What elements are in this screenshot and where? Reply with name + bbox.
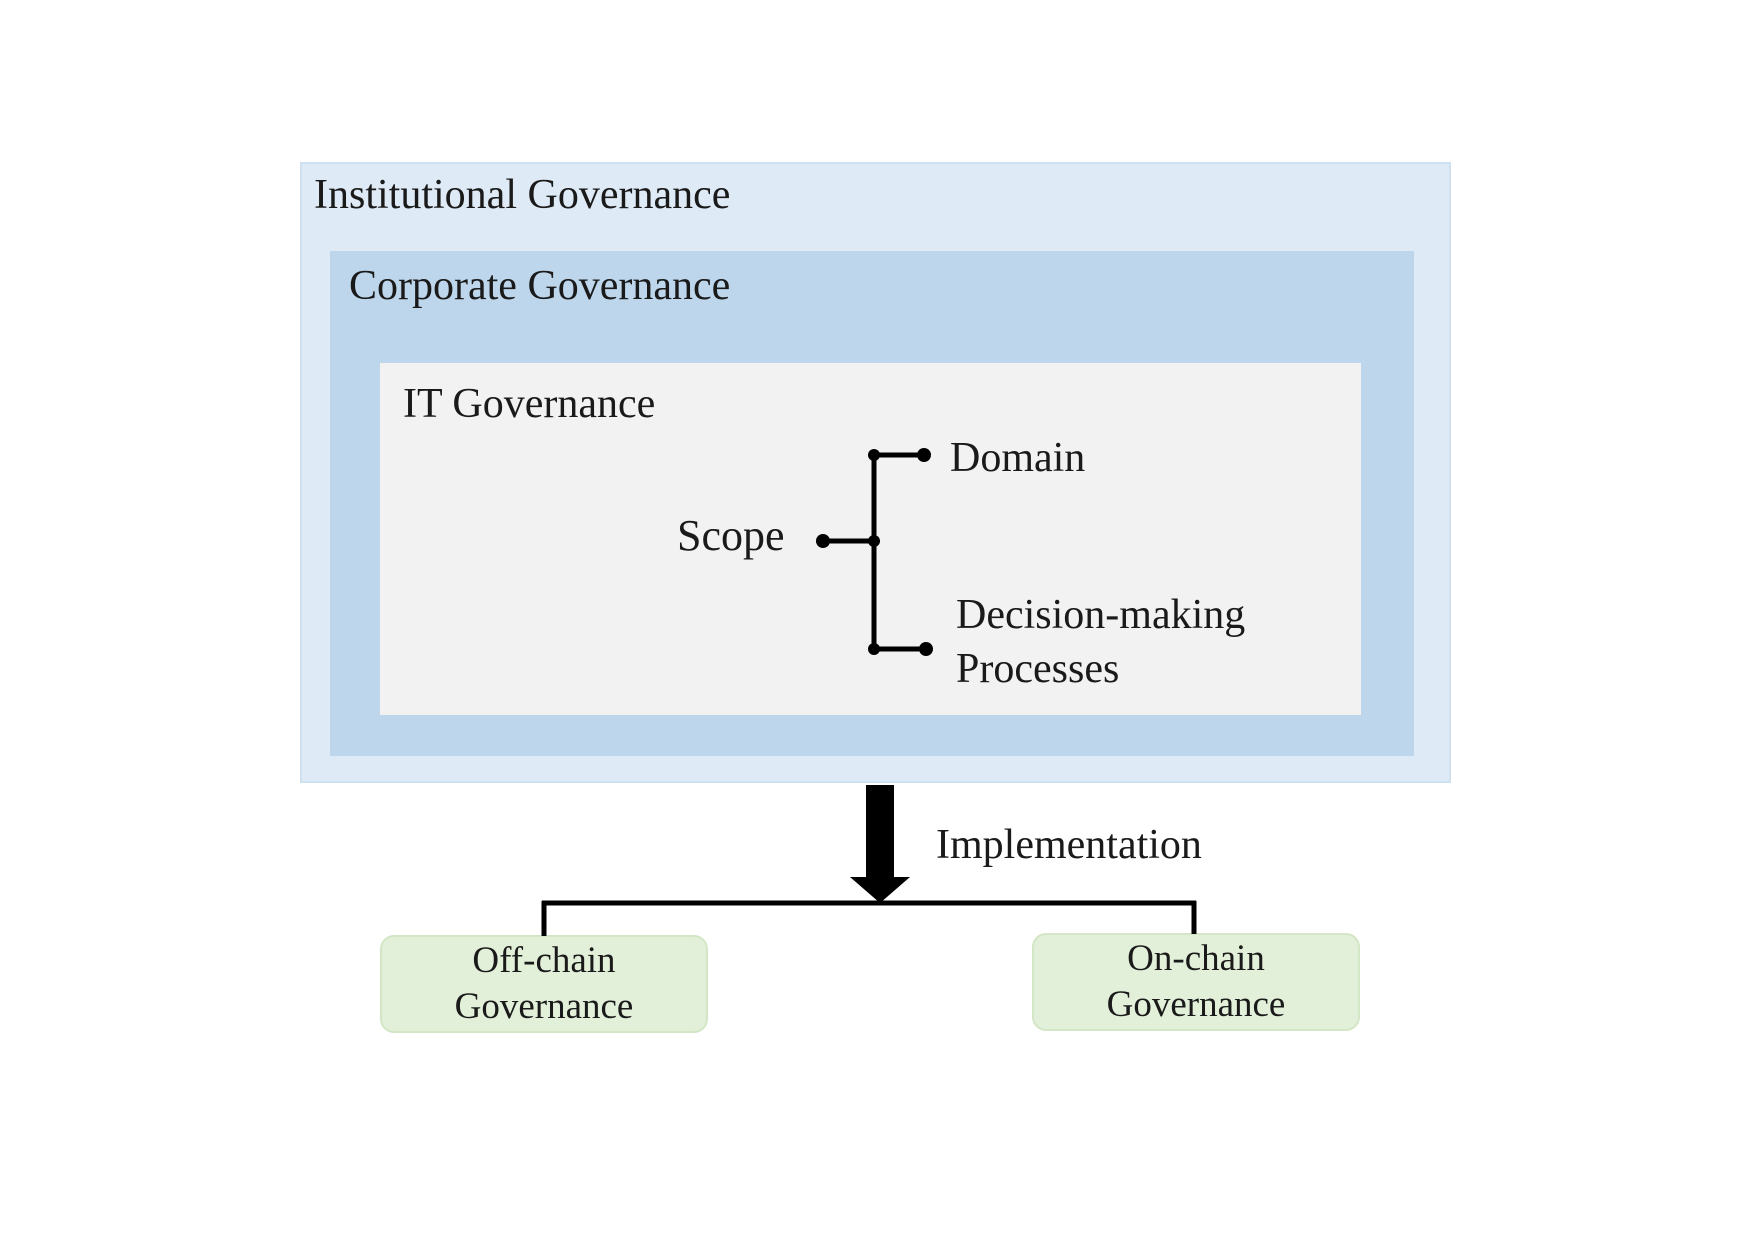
on-chain-governance-box: On-chain Governance <box>1032 933 1360 1031</box>
implementation-label: Implementation <box>936 822 1202 868</box>
on-chain-line: On-chain <box>1127 938 1265 979</box>
off-chain-governance-line: Governance <box>454 986 634 1027</box>
off-chain-line: Off-chain <box>472 940 616 981</box>
off-chain-governance-box: Off-chain Governance <box>380 935 708 1033</box>
outcome-split-lines <box>541 900 1197 936</box>
corporate-governance-label: Corporate Governance <box>349 263 731 309</box>
decision-making-processes-label: Decision-making Processes <box>956 588 1316 696</box>
arrow-head <box>850 877 910 903</box>
scope-label: Scope <box>677 511 785 560</box>
institutional-governance-label: Institutional Governance <box>314 172 731 218</box>
it-governance-label: IT Governance <box>403 381 656 427</box>
domain-label: Domain <box>950 435 1086 481</box>
processes-line: Processes <box>956 646 1120 692</box>
arrow-shaft <box>866 785 894 881</box>
on-chain-governance-line: Governance <box>1106 984 1286 1025</box>
decision-making-line: Decision-making <box>956 592 1246 638</box>
implementation-arrow <box>850 785 910 903</box>
